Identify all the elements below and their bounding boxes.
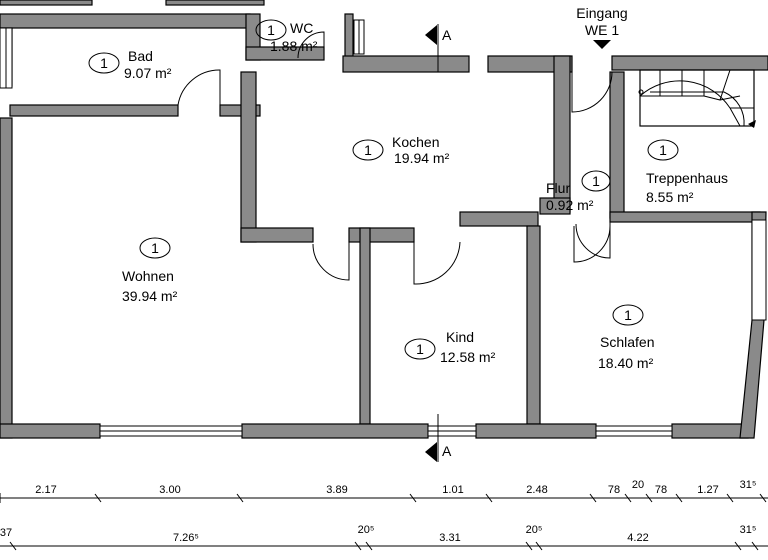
dimension-label: 7.26⁵ bbox=[173, 532, 199, 544]
dimension-label: 2.48 bbox=[526, 484, 547, 496]
dimension-row-1: 2.17 3.00 3.89 1.01 2.48 78 20 78 1.27 3… bbox=[0, 479, 768, 503]
room-area: 9.07 m² bbox=[124, 65, 172, 81]
room-number: 1 bbox=[592, 173, 600, 189]
room-number: 1 bbox=[267, 22, 275, 38]
room-area: 39.94 m² bbox=[122, 288, 178, 304]
room-name: Bad bbox=[128, 48, 153, 64]
room-number: 1 bbox=[364, 142, 372, 158]
dimension-label: 37 bbox=[0, 527, 12, 539]
room-flur: 1 Flur 0.92 m² bbox=[546, 170, 611, 213]
dimension-label: 1.01 bbox=[442, 484, 463, 496]
room-kochen: 1 Kochen 19.94 m² bbox=[352, 134, 450, 166]
dimension-label: 20⁵ bbox=[526, 524, 543, 536]
windows bbox=[0, 19, 767, 437]
dimension-label: 1.27 bbox=[697, 484, 718, 496]
room-name: WC bbox=[290, 20, 313, 36]
room-bad: 1 Bad 9.07 m² bbox=[88, 48, 172, 81]
room-name: Kochen bbox=[392, 134, 439, 150]
room-name: Flur bbox=[546, 180, 570, 196]
room-area: 0.92 m² bbox=[546, 197, 594, 213]
dimension-label: 3.31 bbox=[439, 532, 460, 544]
dimension-label: 3.00 bbox=[159, 484, 180, 496]
room-kind: 1 Kind 12.58 m² bbox=[404, 329, 496, 365]
dimension-label: 78 bbox=[608, 484, 620, 496]
dimension-label: 20⁵ bbox=[358, 524, 375, 536]
dimension-label: 3.89 bbox=[326, 484, 347, 496]
room-name: Kind bbox=[446, 329, 474, 345]
dimension-label: 31⁵ bbox=[740, 524, 757, 536]
room-name: Treppenhaus bbox=[646, 170, 728, 186]
room-number: 1 bbox=[151, 240, 159, 256]
section-mark-bottom: A bbox=[425, 414, 452, 462]
room-name: Wohnen bbox=[122, 268, 174, 284]
room-schlafen: 1 Schlafen 18.40 m² bbox=[598, 304, 654, 371]
room-area: 1.88 m² bbox=[270, 38, 318, 54]
room-number: 1 bbox=[416, 341, 424, 357]
dimension-label: 78 bbox=[655, 484, 667, 496]
dimension-row-2: 37 7.26⁵ 20⁵ 3.31 20⁵ 4.22 31⁵ bbox=[0, 524, 768, 551]
dimension-label: 31⁵ bbox=[740, 479, 757, 491]
room-treppenhaus: 1 Treppenhaus 8.55 m² bbox=[646, 139, 728, 205]
room-number: 1 bbox=[659, 142, 667, 158]
entrance-arrow-icon bbox=[593, 40, 611, 49]
section-arrow-icon bbox=[425, 25, 437, 45]
doors bbox=[177, 31, 613, 285]
section-arrow-icon bbox=[425, 442, 437, 462]
entrance-unit: WE 1 bbox=[585, 22, 619, 38]
entrance-marker: Eingang WE 1 bbox=[576, 5, 628, 49]
room-wohnen: 1 Wohnen 39.94 m² bbox=[122, 237, 178, 304]
staircase bbox=[638, 69, 756, 128]
room-name: Schlafen bbox=[600, 334, 654, 350]
room-number: 1 bbox=[100, 55, 108, 71]
room-wc: 1 WC 1.88 m² bbox=[255, 19, 318, 54]
section-label: A bbox=[442, 27, 452, 43]
room-area: 19.94 m² bbox=[394, 150, 450, 166]
room-area: 18.40 m² bbox=[598, 355, 654, 371]
dimension-label: 2.17 bbox=[35, 484, 56, 496]
dimension-label: 4.22 bbox=[627, 532, 648, 544]
room-area: 12.58 m² bbox=[440, 349, 496, 365]
section-label: A bbox=[442, 443, 452, 459]
room-number: 1 bbox=[624, 307, 632, 323]
entrance-label: Eingang bbox=[576, 5, 627, 21]
walls bbox=[0, 0, 768, 439]
section-mark-top: A bbox=[425, 24, 452, 72]
room-area: 8.55 m² bbox=[646, 189, 694, 205]
dimension-label: 20 bbox=[632, 479, 644, 491]
